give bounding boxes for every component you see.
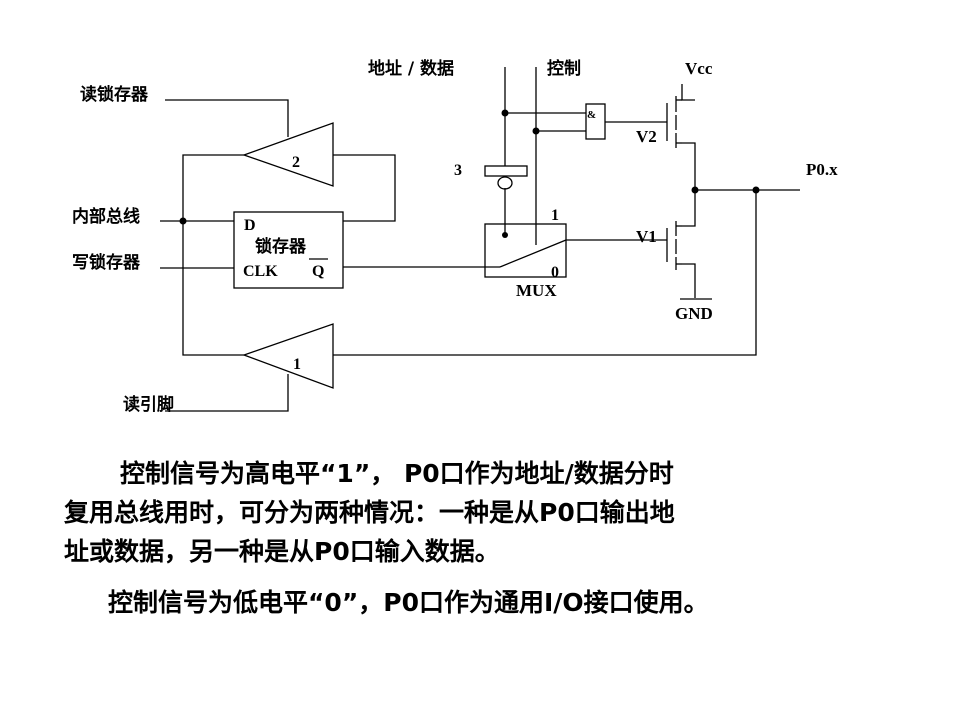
label-mux-in0: 0: [551, 264, 559, 281]
junction-control-and: [532, 127, 540, 135]
label-vcc: Vcc: [685, 59, 713, 78]
junction-address-and: [501, 109, 509, 117]
label-v2: V2: [636, 127, 657, 146]
p0-port-circuit-diagram: 读锁存器 内部总线 写锁存器 读引脚 地址 / 数据 控制 Vcc GND P0…: [72, 58, 838, 415]
v1-transistor: [666, 221, 682, 270]
para1-line1: 控制信号为高电平“1”， P0口作为地址/数据分时: [120, 459, 674, 488]
label-mux: MUX: [516, 281, 557, 300]
junction-output-feedback: [752, 186, 760, 194]
label-gnd: GND: [675, 304, 713, 323]
v1-source-wire: [682, 263, 696, 298]
v2-transistor: [666, 96, 682, 148]
label-internal-bus: 内部总线: [72, 206, 140, 227]
para1-line3: 址或数据，另一种是从P0口输入数据。: [64, 537, 500, 566]
label-and-gate: &: [587, 109, 596, 121]
para2-text: 控制信号为低电平“0”，P0口作为通用I/O接口使用。: [108, 588, 709, 617]
label-write-latch: 写锁存器: [72, 252, 141, 273]
label-latch-clk: CLK: [243, 263, 278, 280]
label-latch-name: 锁存器: [255, 236, 307, 257]
label-switch3: 3: [454, 162, 462, 179]
read-latch-wire: [165, 99, 289, 137]
label-address-data: 地址 / 数据: [368, 58, 454, 79]
v2-source-wire: [682, 142, 696, 227]
junction-mux-in1: [502, 232, 508, 238]
latch-box: [233, 211, 344, 289]
mux-switch-arm: [499, 239, 567, 268]
and-gate: [585, 103, 606, 140]
label-latch-d: D: [244, 217, 256, 234]
para1-line2: 复用总线用时，可分为两种情况：一种是从P0口输出地: [64, 498, 675, 527]
latch-q-to-buffer2-wire: [333, 154, 396, 222]
label-buffer2: 2: [292, 154, 300, 171]
description-paragraph-low: 控制信号为低电平“0”，P0口作为通用I/O接口使用。: [108, 583, 898, 622]
read-pin-wire: [165, 374, 289, 412]
junction-output-node: [691, 186, 699, 194]
label-buffer1: 1: [293, 356, 301, 373]
switch3-bar: [484, 165, 528, 177]
switch3-knob: [497, 176, 513, 190]
label-read-pin: 读引脚: [123, 394, 174, 415]
junction-internal-bus: [179, 217, 187, 225]
label-read-latch: 读锁存器: [80, 84, 149, 105]
description-paragraph-high: 控制信号为高电平“1”， P0口作为地址/数据分时复用总线用时，可分为两种情况：…: [64, 454, 894, 571]
mux-box: [484, 223, 567, 278]
label-control: 控制: [547, 58, 581, 79]
label-latch-q: Q: [312, 263, 324, 280]
buffer2-feedback-wire: [182, 154, 244, 221]
buffer-2: [242, 122, 334, 187]
vcc-rail: [681, 84, 695, 101]
buffer-1: [242, 323, 334, 389]
label-mux-in1: 1: [551, 207, 559, 224]
buffer1-output-wire: [182, 221, 244, 356]
label-port: P0.x: [806, 160, 838, 179]
label-v1: V1: [636, 227, 657, 246]
pin-to-buffer1-wire: [333, 190, 757, 356]
